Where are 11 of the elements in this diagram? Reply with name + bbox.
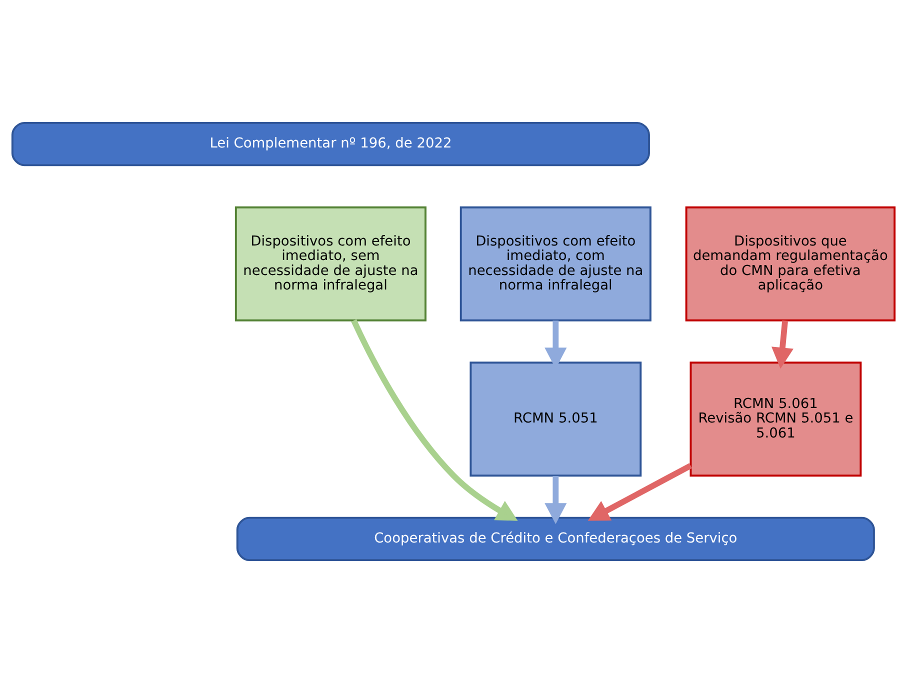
node-box: Dispositivos com efeito imediato, com necessidade de ajuste na norma infralegal (460, 206, 652, 321)
node-box: Dispositivos que demandam regulamentação do CMN para efetiva aplicação (685, 206, 896, 321)
node-box: RCMN 5.061 Revisão RCMN 5.051 e 5.061 (690, 361, 862, 476)
node-box: RCMN 5.051 (470, 361, 642, 476)
arrow (544, 475, 567, 524)
arrow (588, 462, 692, 520)
node-box: Dispositivos com efeito imediato, sem necessidade de ajuste na norma infralegal (234, 206, 426, 321)
node-box: Cooperativas de Crédito e Confederaçoes de Serviço (236, 516, 875, 561)
node-box: Lei Complementar nº 196, de 2022 (11, 121, 650, 166)
arrow (351, 318, 518, 520)
arrow (771, 320, 794, 368)
